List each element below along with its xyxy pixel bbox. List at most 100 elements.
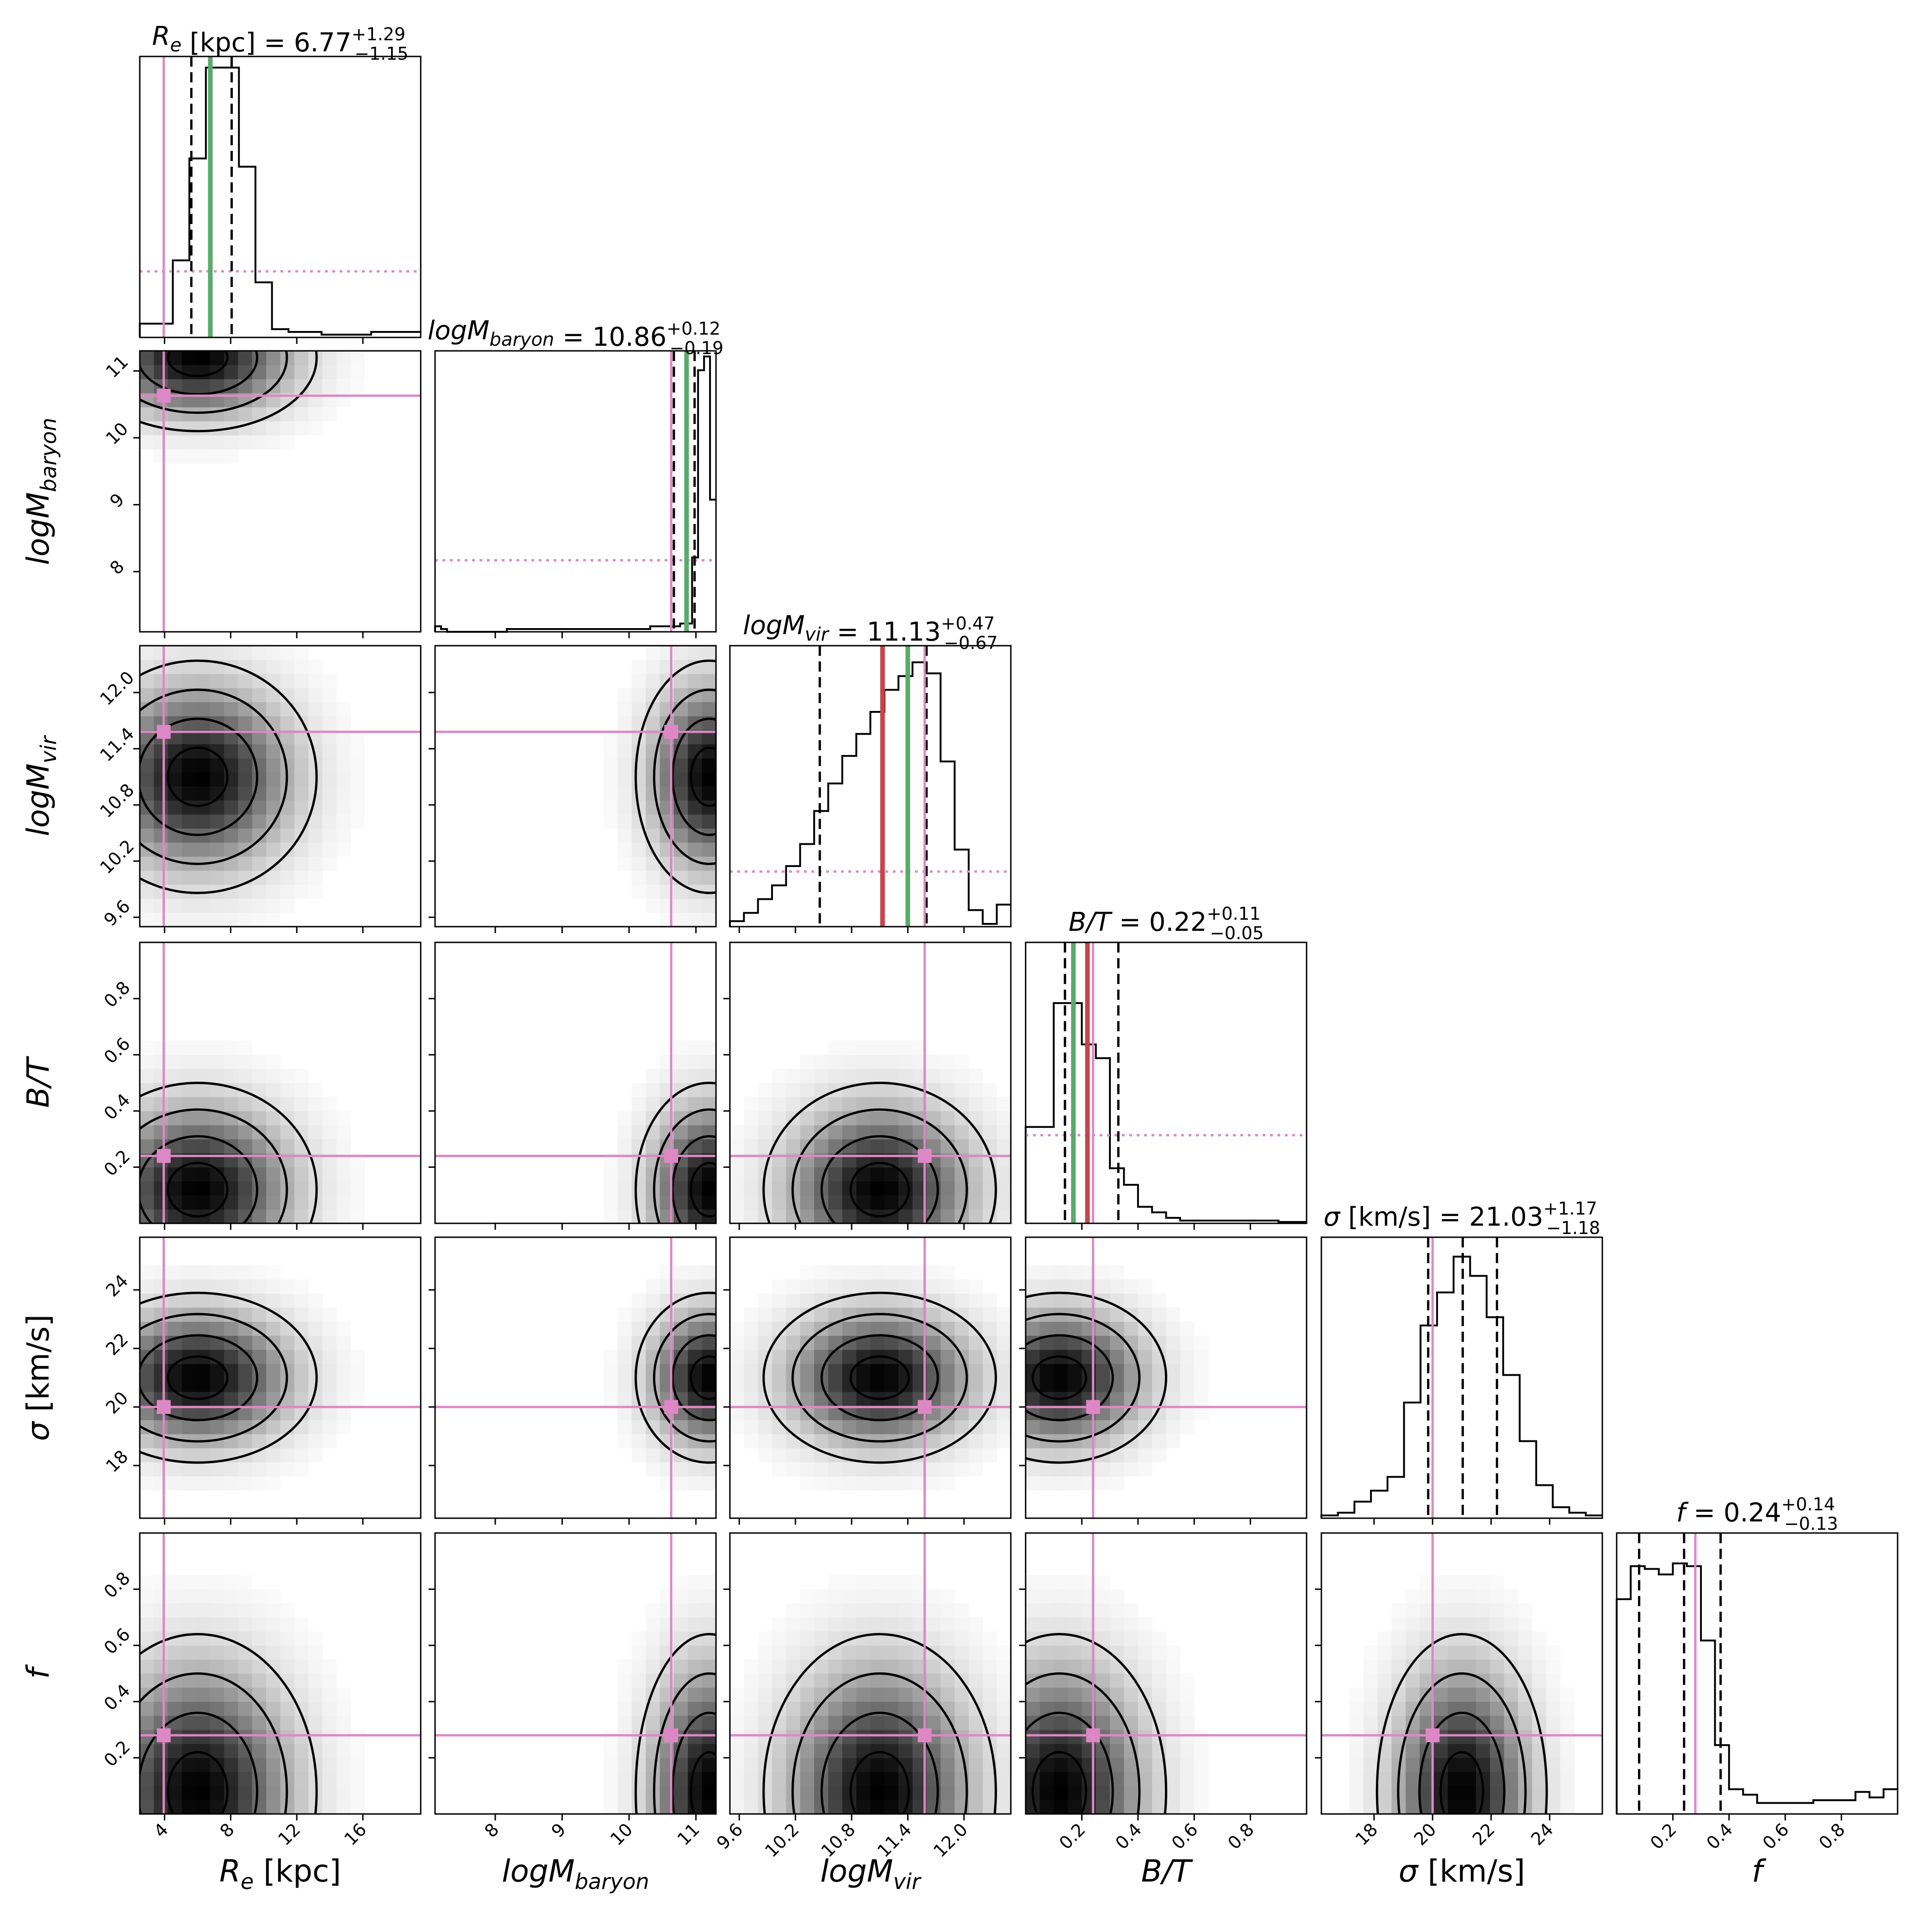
density-cell <box>1546 1786 1561 1801</box>
density-cell <box>1532 1786 1547 1801</box>
density-cell <box>1152 1786 1167 1801</box>
density-cell <box>926 1771 941 1786</box>
density-cell <box>294 1069 309 1084</box>
density-cell <box>294 1448 309 1463</box>
density-cell <box>996 1377 1011 1392</box>
density-cell <box>856 1771 871 1786</box>
x-tick-label: 8 <box>480 1819 503 1841</box>
density-cell <box>604 1786 618 1801</box>
density-cell <box>1180 1687 1195 1702</box>
density-cell <box>940 1195 955 1210</box>
density-cell <box>631 1673 646 1688</box>
density-cell <box>884 1448 899 1463</box>
density-cell <box>940 1800 955 1814</box>
density-cell <box>336 1195 351 1210</box>
density-cell <box>786 1139 801 1153</box>
density-cell <box>1040 1771 1054 1786</box>
density-cell <box>210 1687 224 1702</box>
density-cell <box>350 814 365 829</box>
density-cell <box>1391 1631 1406 1646</box>
density-cell <box>744 1406 759 1421</box>
density-cell <box>280 1462 295 1477</box>
contour <box>762 1291 997 1464</box>
density-cell <box>898 1589 913 1604</box>
density-cell <box>983 1083 997 1097</box>
density-cell <box>252 1391 267 1406</box>
density-cell <box>604 744 618 759</box>
contour <box>1376 1633 1548 1814</box>
density-cell <box>140 1476 154 1490</box>
density-cell <box>870 1335 885 1350</box>
density-cell <box>1138 1673 1152 1688</box>
contour <box>849 1161 910 1218</box>
density-cell <box>196 1715 211 1730</box>
density-cell <box>168 1701 182 1716</box>
contour <box>140 351 318 432</box>
density-cell <box>294 1377 309 1392</box>
density-cell <box>814 1054 829 1069</box>
density-cell <box>870 1377 885 1392</box>
density-cell <box>926 1279 941 1294</box>
density-cell <box>646 1462 660 1477</box>
density-cell <box>308 702 323 717</box>
density-cell <box>1110 1462 1125 1477</box>
panel-frame <box>1320 1236 1603 1519</box>
density-cell <box>210 1181 224 1196</box>
density-cell <box>336 379 351 393</box>
density-cell <box>182 435 196 450</box>
density-cell <box>744 1195 759 1210</box>
density-cell <box>182 1659 196 1674</box>
histogram-BT: B/T = 0.22+0.11−0.05 <box>1025 904 1307 1230</box>
density-cell <box>856 1589 871 1604</box>
density-cell <box>182 1729 196 1744</box>
density-cell <box>1138 1307 1152 1322</box>
density-cell <box>1096 1771 1110 1786</box>
density-cell <box>884 1377 899 1392</box>
density-cell <box>252 884 267 899</box>
density-cell <box>702 1617 716 1632</box>
density-cell <box>210 1575 224 1589</box>
density-cell <box>280 1715 295 1730</box>
density-cell <box>350 351 365 365</box>
density-cell <box>828 1786 843 1801</box>
density-cell <box>336 1321 351 1336</box>
density-cell <box>182 1111 196 1126</box>
density-cell <box>168 744 182 759</box>
density-cell <box>168 1744 182 1758</box>
density-cell <box>884 1603 899 1618</box>
density-cell <box>996 1125 1011 1140</box>
density-cell <box>940 1054 955 1069</box>
density-cell <box>1476 1744 1490 1758</box>
density-cell <box>870 1617 885 1632</box>
density-cell <box>266 702 281 717</box>
density-cell <box>308 1448 323 1463</box>
density-cell <box>154 646 168 660</box>
density-cell <box>996 1139 1011 1153</box>
density-cell <box>252 1715 267 1730</box>
density-cell <box>1026 1701 1040 1716</box>
density-cell <box>182 1645 196 1660</box>
density-cell <box>196 1757 211 1772</box>
density-cell <box>1138 1335 1152 1350</box>
density-cell <box>800 1687 815 1702</box>
density-cell <box>252 1617 267 1632</box>
density-cell <box>280 1097 295 1111</box>
density-cell <box>238 1631 253 1646</box>
density-cell <box>688 1603 703 1618</box>
density-cell <box>196 1139 211 1153</box>
density-cell <box>884 1139 899 1153</box>
density-cell <box>954 1321 969 1336</box>
density-cell <box>308 1335 323 1350</box>
density-cell <box>617 814 632 829</box>
density-cell <box>898 1645 913 1660</box>
x-tick-label: 16 <box>340 1819 370 1849</box>
density-cell <box>996 1800 1011 1814</box>
density-cell <box>210 673 224 688</box>
density-cell <box>673 1617 688 1632</box>
density-cell <box>968 1617 983 1632</box>
density-cell <box>1053 1757 1068 1772</box>
density-cell <box>1462 1771 1476 1786</box>
density-cell <box>322 828 337 843</box>
density-cell <box>294 1364 309 1378</box>
